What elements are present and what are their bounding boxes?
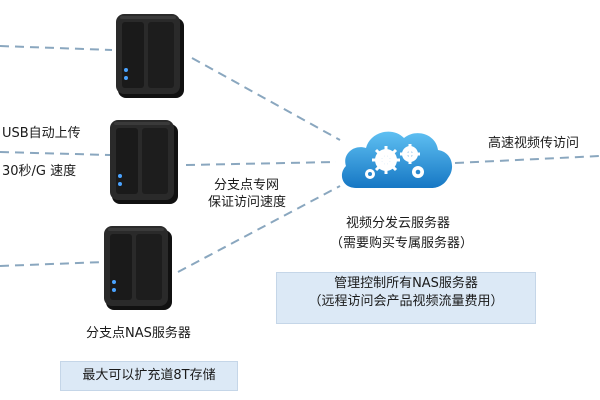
- nas-server-icon: [116, 14, 184, 98]
- cloud-server-subtitle: （需要购买专属服务器）: [330, 236, 474, 251]
- nas-caption: 分支点NAS服务器: [86, 326, 191, 341]
- branch-network-line2: 保证访问速度: [208, 195, 287, 210]
- nas-server-icon: [104, 226, 172, 310]
- cloud-server-title: 视频分发云服务器: [346, 216, 451, 231]
- link-nas-top-to-cloud: [191, 57, 341, 141]
- cloud-gears-icon: [341, 131, 453, 188]
- branch-network-line1: 分支点专网: [214, 178, 280, 193]
- management-box-line1: 管理控制所有NAS服务器: [334, 276, 478, 291]
- transfer-speed-label: 30秒/G 速度: [2, 164, 77, 179]
- link-left-to-nas-top: [0, 45, 113, 51]
- link-nas-bottom-to-cloud: [177, 185, 341, 273]
- link-cloud-to-right: [454, 155, 600, 164]
- storage-box: 最大可以扩充道8T存储: [60, 361, 238, 391]
- usb-upload-label: USB自动上传: [2, 126, 81, 141]
- management-box-line2: （远程访问会产品视频流量费用）: [308, 294, 504, 309]
- management-box: 管理控制所有NAS服务器 （远程访问会产品视频流量费用）: [276, 272, 536, 324]
- link-left-to-nas-mid: [0, 151, 111, 156]
- link-nas-mid-to-cloud: [185, 161, 337, 166]
- high-speed-access-label: 高速视频传访问: [488, 136, 580, 151]
- nas-server-icon: [110, 120, 178, 204]
- link-left-to-nas-bottom: [0, 261, 105, 267]
- storage-box-text: 最大可以扩充道8T存储: [82, 368, 216, 383]
